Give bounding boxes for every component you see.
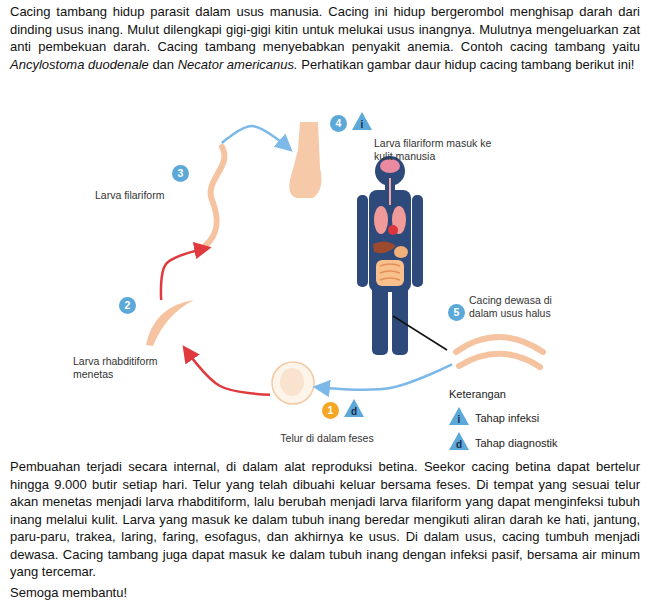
foot-illustration: [289, 122, 321, 198]
stage-marker: d: [344, 399, 364, 417]
closing-note: Semoga membantu!: [10, 584, 127, 602]
legend-text: Tahap infeksi: [475, 412, 539, 425]
stage-label: Telur di dalam feses: [262, 432, 392, 445]
legend: Keterangan i Tahap infeksi d Tahap diagnosti…: [449, 388, 609, 457]
intro-paragraph: Cacing tambang hidup parasit dalam usus …: [10, 3, 640, 73]
paragraph-text: Perhatikan gambar daur hidup cacing tamb…: [301, 57, 634, 72]
species-name: Ancylostoma duodenale: [10, 57, 149, 72]
callout-number: 1: [322, 402, 339, 419]
filariform-larva: [206, 147, 225, 245]
leader-line: [393, 316, 447, 350]
species-name: Necator americanus.: [178, 57, 298, 72]
legend-row: d Tahap diagnostik: [449, 432, 609, 450]
legend-row: i Tahap infeksi: [449, 407, 609, 425]
life-stage: 3Larva filariform: [198, 143, 232, 248]
life-stage: 5Cacing dewasa di dalam usus halus: [452, 330, 545, 372]
rhabditiform-larva: [146, 300, 194, 346]
legend-symbol: i: [449, 407, 469, 425]
stage-label: Larva rhabditiform menetas: [73, 355, 183, 381]
callout-number: 2: [119, 297, 136, 314]
adult-worm: [456, 337, 543, 367]
paragraph-text: dan: [152, 57, 174, 72]
life-stage: 1dTelur di dalam feses: [270, 362, 316, 404]
egg-illustration: [272, 362, 314, 404]
callout-number: 5: [448, 304, 465, 321]
life-stage: 4iLarva filariform masuk ke kulit manusi…: [290, 122, 322, 198]
callout-number: 4: [330, 115, 347, 132]
legend-title: Keterangan: [449, 388, 609, 401]
explanation-paragraph: Pembuahan terjadi secara internal, di da…: [10, 458, 640, 581]
human-figure: [357, 156, 423, 355]
legend-text: Tahap diagnostik: [475, 437, 558, 450]
cycle-arrow: [222, 126, 290, 149]
stage-label: Larva filariform masuk ke kulit manusia: [374, 137, 496, 163]
cycle-arrow: [161, 248, 208, 300]
stage-label: Cacing dewasa di dalam usus halus: [469, 294, 565, 320]
stage-label: Larva filariform: [95, 189, 185, 202]
life-stage: 2Larva rhabditiform menetas: [143, 300, 195, 348]
callout-number: 3: [172, 165, 189, 182]
legend-symbol: d: [449, 432, 469, 450]
cycle-arrow: [185, 348, 270, 395]
cycle-arrow: [316, 364, 452, 389]
paragraph-text: Cacing tambang hidup parasit dalam usus …: [10, 4, 640, 54]
stage-marker: i: [352, 112, 372, 130]
